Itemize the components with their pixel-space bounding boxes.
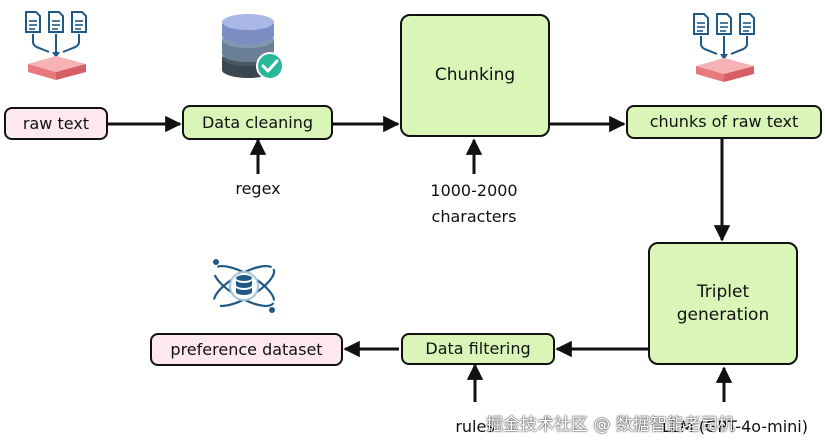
dataset-orbit-icon [212,259,276,313]
data-cleaning-label: Data cleaning [201,112,314,132]
chunk-size-line-2: characters [431,207,517,226]
data-filtering-node: Data filtering [401,333,555,365]
raw-text-label: raw text [22,113,90,133]
llm-label: LLM (GPT-4o-mini) [662,417,808,436]
chunk-size-label: 1000-2000 characters [404,178,544,230]
chunks-of-raw-text-label: chunks of raw text [649,112,799,132]
documents-merge-icon [693,13,755,82]
preference-dataset-node: preference dataset [150,333,343,366]
data-filtering-label: Data filtering [425,339,531,359]
chunking-label: Chunking [434,65,516,86]
raw-text-node: raw text [4,107,108,140]
documents-merge-icon [25,11,87,80]
rules-label: rules [455,417,495,436]
triplet-generation-line-1: Triplet [696,281,750,302]
chunking-node: Chunking [400,14,550,137]
watermark-text: 掘金技术社区 @ 数据智能老司机 [486,415,735,435]
regex-label: regex [235,179,281,198]
database-check-icon [222,14,284,80]
triplet-generation-node: Triplet generation [648,242,798,365]
preference-dataset-label: preference dataset [170,339,323,359]
chunk-size-line-1: 1000-2000 [430,181,518,200]
chunks-of-raw-text-node: chunks of raw text [626,105,822,139]
triplet-generation-line-2: generation [676,304,770,325]
data-cleaning-node: Data cleaning [182,105,333,140]
